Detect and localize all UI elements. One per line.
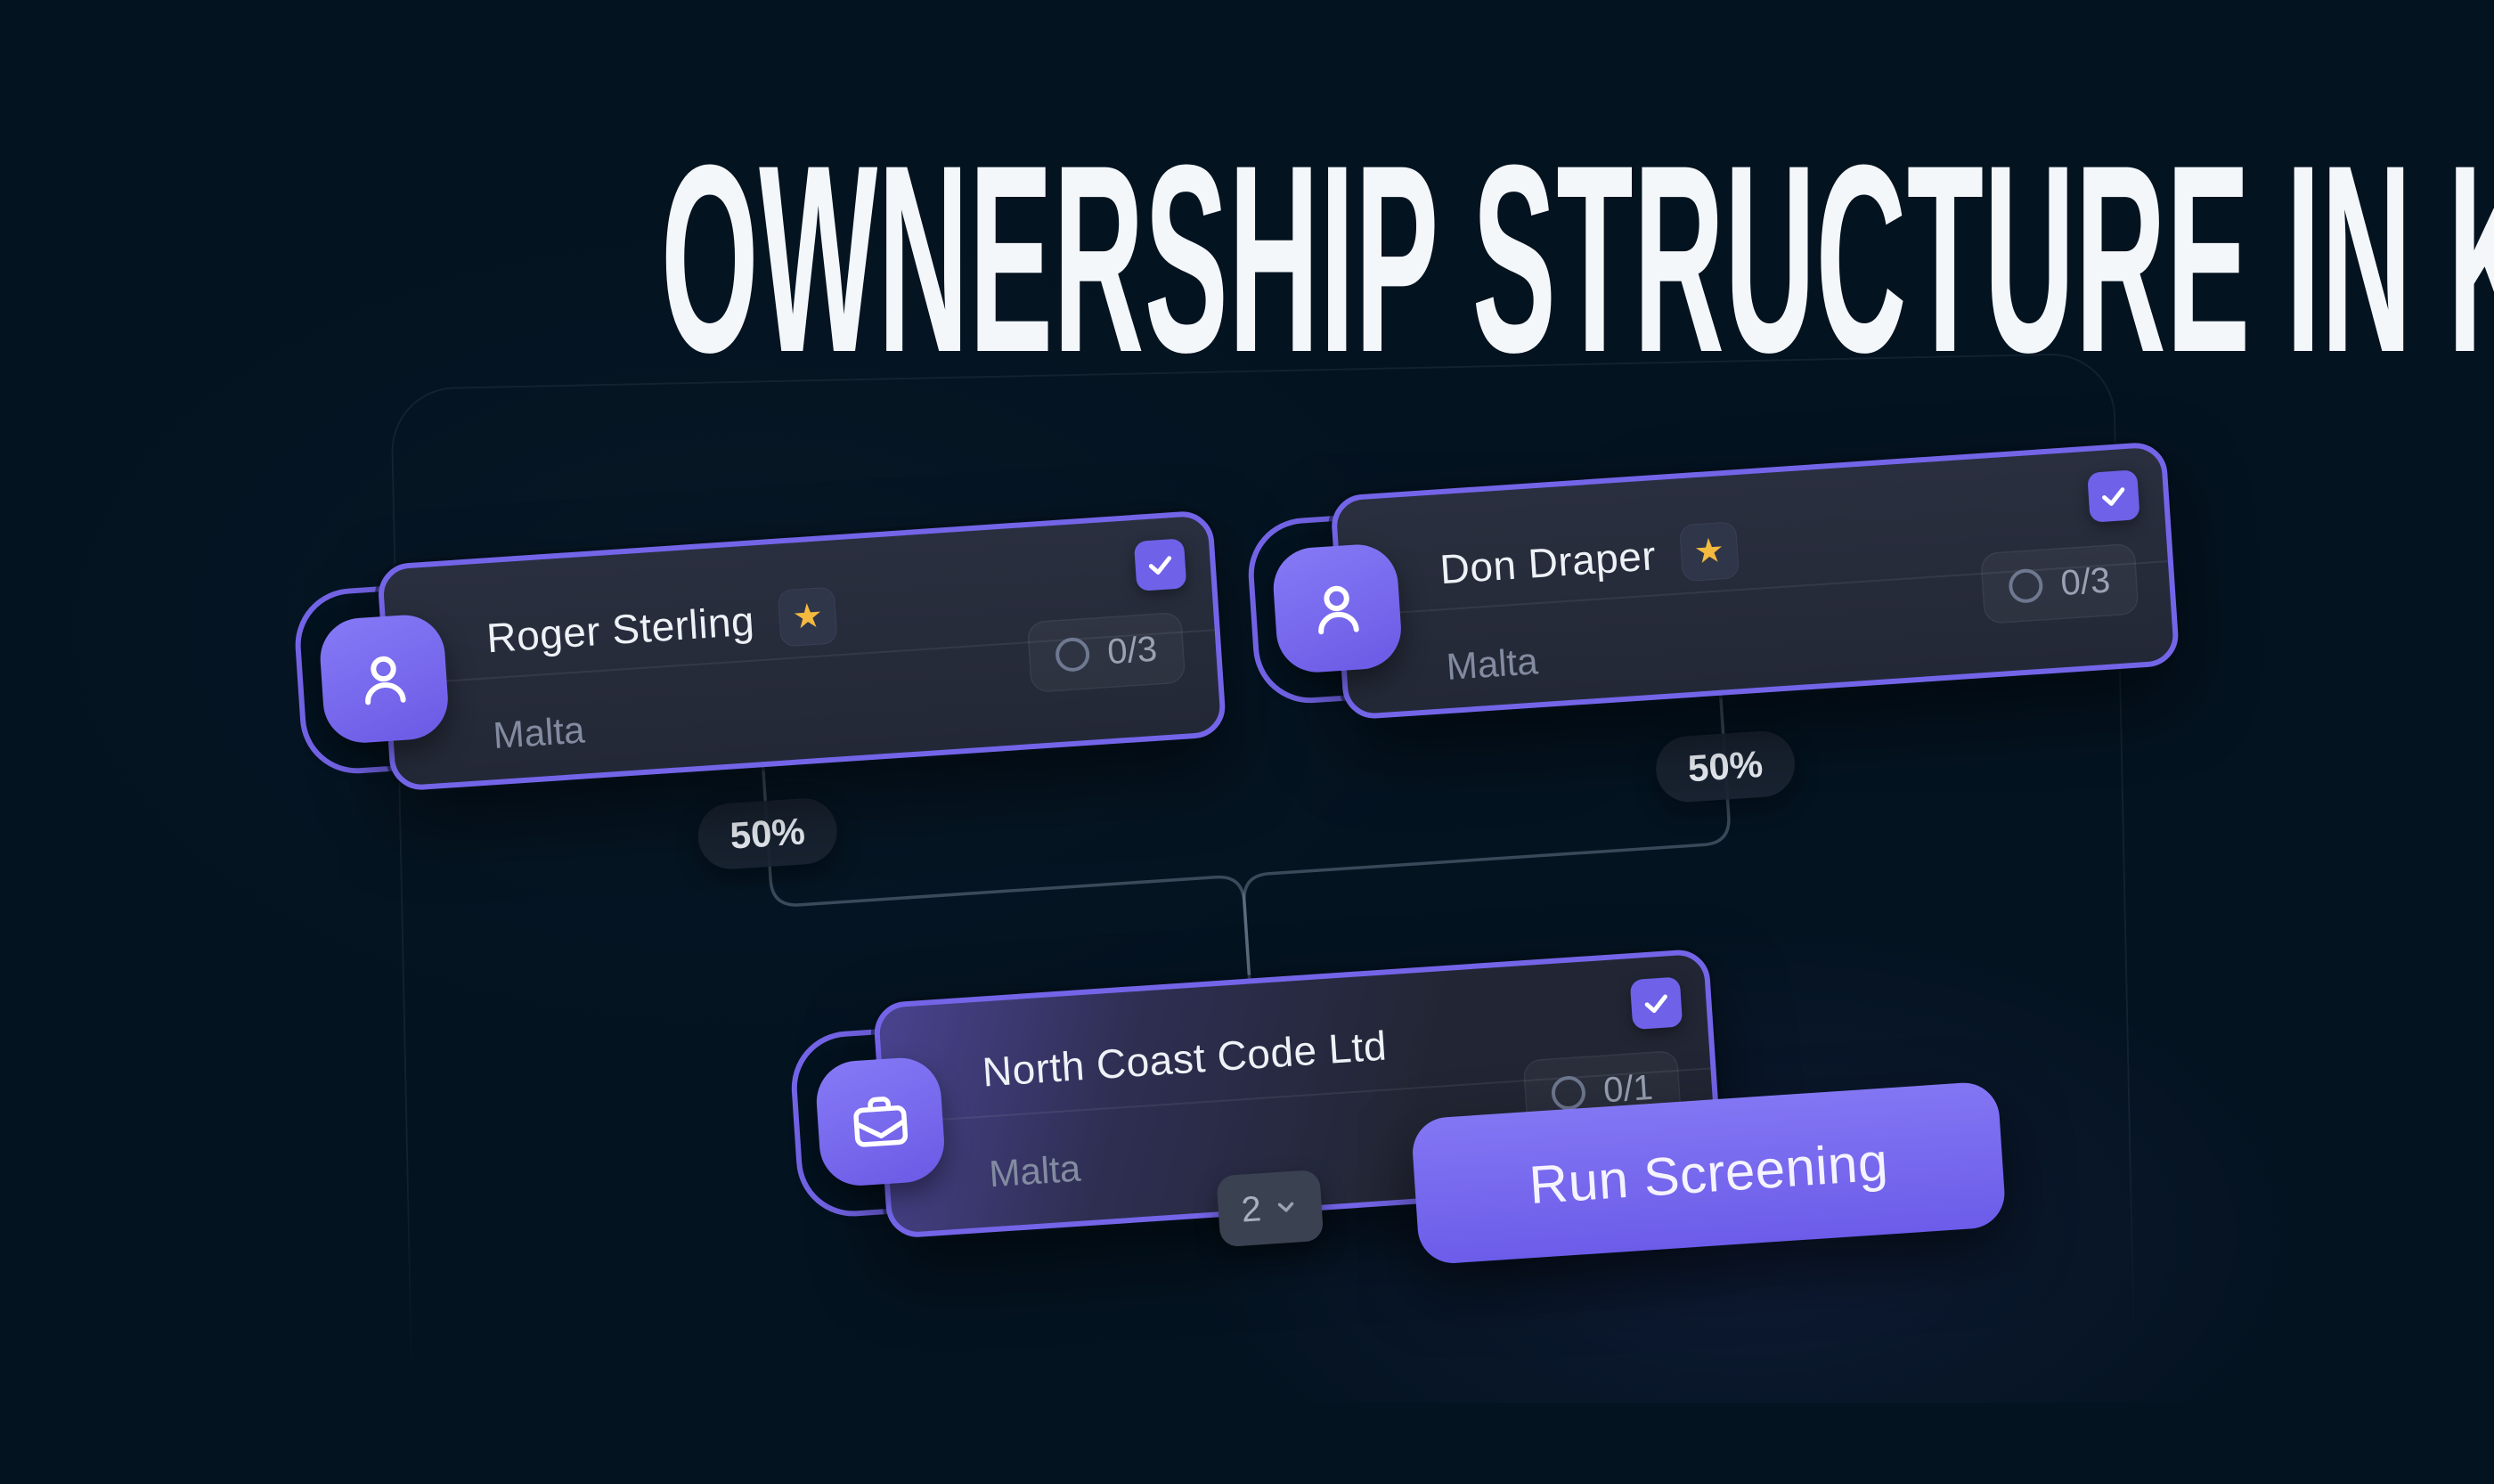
ownership-percentage-label-right: 50% bbox=[1653, 729, 1797, 804]
favorite-badge[interactable]: ★ bbox=[777, 586, 838, 648]
progress-count: 0/3 bbox=[1105, 629, 1159, 672]
company-icon-badge bbox=[813, 1055, 947, 1188]
person-icon bbox=[1318, 585, 1359, 635]
favorite-badge[interactable]: ★ bbox=[1678, 521, 1740, 583]
person-icon-badge bbox=[1270, 542, 1404, 675]
ownership-percentage-label-left: 50% bbox=[696, 795, 840, 872]
entity-card-north-coast-code[interactable]: North Coast Code Ltd Malta 0/1 2 bbox=[787, 948, 1724, 1248]
shareholder-count-dropdown[interactable]: 2 bbox=[1216, 1169, 1324, 1248]
entity-card-roger-sterling[interactable]: Roger Sterling ★ Malta 0/3 bbox=[291, 510, 1227, 792]
entity-card-body: Roger Sterling ★ Malta 0/3 bbox=[376, 510, 1227, 792]
entity-card-body: Don Draper ★ Malta 0/3 bbox=[1329, 441, 2180, 721]
ownership-percentage-value: 50% bbox=[1686, 742, 1765, 790]
ownership-percentage-value: 50% bbox=[729, 810, 807, 857]
entity-country: Malta bbox=[987, 1146, 1082, 1195]
run-screening-label: Run Screening bbox=[1527, 1131, 1890, 1215]
briefcase-icon bbox=[853, 1096, 909, 1147]
person-icon-badge bbox=[317, 612, 451, 746]
shareholder-count: 2 bbox=[1240, 1188, 1263, 1230]
entity-checkbox[interactable] bbox=[1629, 976, 1683, 1031]
page-title: OWNERSHIP STRUCTURE IN KYC bbox=[661, 109, 2494, 408]
entity-card-body: North Coast Code Ltd Malta 0/1 2 bbox=[872, 948, 1724, 1248]
check-icon bbox=[2102, 487, 2125, 506]
progress-circle-icon bbox=[2008, 567, 2044, 604]
progress-count: 0/3 bbox=[2059, 560, 2112, 603]
entity-checkbox[interactable] bbox=[1133, 538, 1187, 591]
entity-card-don-draper[interactable]: Don Draper ★ Malta 0/3 bbox=[1244, 441, 2180, 721]
screening-progress-badge: 0/3 bbox=[1026, 611, 1186, 694]
entity-name: North Coast Code Ltd bbox=[981, 1022, 1389, 1096]
entity-name: Roger Sterling bbox=[485, 597, 756, 662]
progress-circle-icon bbox=[1551, 1074, 1587, 1112]
chevron-down-icon bbox=[1277, 1202, 1294, 1212]
progress-circle-icon bbox=[1055, 636, 1091, 673]
entity-country: Malta bbox=[1445, 640, 1539, 689]
check-icon bbox=[1644, 994, 1667, 1014]
check-icon bbox=[1148, 556, 1172, 575]
entity-checkbox[interactable] bbox=[2087, 469, 2140, 523]
star-icon: ★ bbox=[791, 597, 825, 637]
star-icon: ★ bbox=[1692, 532, 1726, 572]
entity-country: Malta bbox=[492, 708, 586, 757]
person-icon bbox=[365, 656, 406, 705]
entity-name: Don Draper bbox=[1438, 532, 1658, 593]
screening-progress-badge: 0/3 bbox=[1980, 542, 2139, 624]
